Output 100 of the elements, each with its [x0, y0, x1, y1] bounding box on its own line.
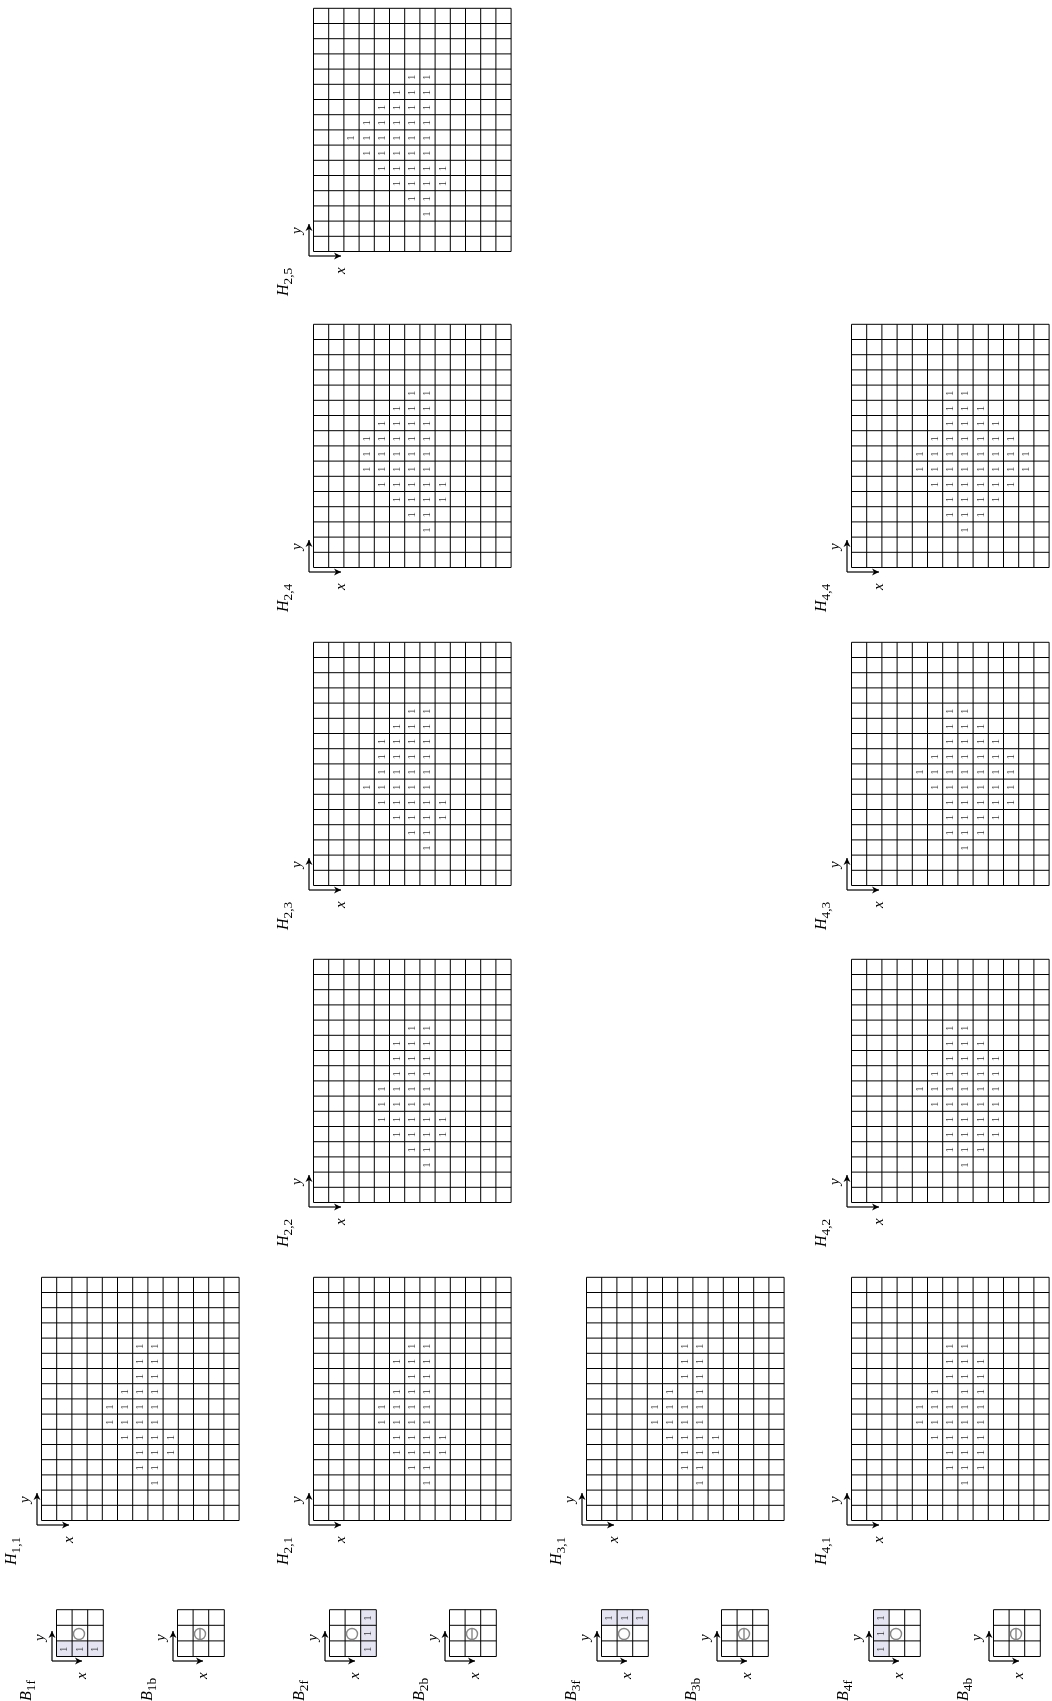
cell-value: 1 — [419, 1418, 434, 1427]
cell-value: 1 — [646, 1403, 661, 1412]
cell-value: 1 — [147, 1433, 162, 1443]
cell-value: 1 — [942, 495, 957, 505]
cell-value: 1 — [972, 783, 987, 792]
cell-value: 1 — [1003, 768, 1017, 777]
cell-value: 1 — [389, 1054, 403, 1064]
cell-value: 1 — [101, 1403, 116, 1412]
cell-value: 1 — [389, 1403, 403, 1412]
cell-value: 1 — [677, 1433, 692, 1443]
cell-value: 1 — [419, 450, 434, 459]
cell-value: 1 — [942, 722, 957, 732]
cell-value: 1 — [419, 1085, 434, 1094]
cell-value: 1 — [373, 435, 388, 444]
cell-value: 1 — [434, 179, 449, 189]
cell-value: 1 — [419, 179, 434, 189]
cell-value: 1 — [147, 1479, 162, 1488]
cell-value: 1 — [957, 1388, 972, 1397]
cell-value: 1 — [942, 404, 957, 414]
cell-value: 1 — [972, 1464, 987, 1473]
cell-value: 1 — [927, 753, 941, 762]
cell-value: 1 — [957, 1464, 972, 1473]
cell-value: 1 — [987, 480, 1002, 490]
cell-value: 1 — [972, 1130, 987, 1140]
cell-value: 1 — [419, 813, 434, 823]
axis-label: x — [61, 1536, 76, 1543]
axis-label: y — [289, 543, 304, 550]
cell-value: 1 — [389, 419, 403, 429]
cell-value: 1 — [360, 1645, 375, 1654]
axis-label: y — [827, 861, 842, 868]
cell-value: 1 — [972, 1388, 987, 1397]
cell-value: 1 — [404, 737, 419, 747]
cell-value: 1 — [389, 103, 403, 113]
cell-value: 1 — [419, 419, 434, 429]
cell-value: 1 — [692, 1448, 707, 1458]
cell-value: 1 — [419, 1100, 434, 1109]
cell-value: 1 — [404, 1372, 419, 1382]
cell-value: 1 — [942, 1418, 957, 1427]
cell-value: 1 — [373, 1115, 388, 1125]
cell-value: 1 — [404, 753, 419, 762]
cell-value: 1 — [373, 465, 388, 474]
cell-value: 1 — [942, 1372, 957, 1382]
cell-value: 1 — [419, 435, 434, 444]
cell-value: 1 — [404, 798, 419, 808]
cell-value: 1 — [404, 103, 419, 113]
cell-value: 1 — [434, 813, 449, 823]
cell-value: 1 — [957, 1146, 972, 1155]
cell-value: 1 — [404, 829, 419, 838]
axis-label: y — [562, 1496, 577, 1503]
axis-label: x — [871, 901, 886, 908]
axis-label: y — [577, 1634, 592, 1641]
cell-value: 1 — [373, 149, 388, 158]
cell-value: 1 — [927, 465, 941, 474]
cell-value: 1 — [911, 465, 926, 474]
cell-value: 1 — [942, 1054, 957, 1064]
cell-value: 1 — [873, 1629, 887, 1639]
cell-value: 1 — [957, 1161, 972, 1170]
cell-value: 1 — [373, 164, 388, 174]
cell-value: 1 — [389, 119, 403, 128]
cell-value: 1 — [373, 134, 388, 143]
cell-value: 1 — [692, 1342, 707, 1351]
cell-value: 1 — [692, 1464, 707, 1473]
cell-value: 1 — [987, 1130, 1002, 1140]
cell-value: 1 — [404, 1130, 419, 1140]
cell-value: 1 — [692, 1433, 707, 1443]
cell-value: 1 — [117, 1433, 131, 1443]
cell-value: 1 — [927, 1388, 941, 1397]
cell-value: 1 — [972, 798, 987, 808]
cell-value: 1 — [927, 1403, 941, 1412]
cell-value: 1 — [957, 419, 972, 429]
cell-value: 1 — [419, 753, 434, 762]
cell-value: 1 — [389, 753, 403, 762]
cell-value: 1 — [419, 210, 434, 219]
axis-label: x — [1011, 1672, 1026, 1679]
cell-value: 1 — [404, 419, 419, 429]
cell-value: 1 — [662, 1388, 676, 1397]
cell-value: 1 — [972, 1448, 987, 1458]
cell-value: 1 — [389, 465, 403, 474]
cell-value: 1 — [662, 1433, 676, 1443]
cell-value: 1 — [419, 1024, 434, 1033]
cell-value: 1 — [389, 1130, 403, 1140]
cell-value: 1 — [389, 1388, 403, 1397]
axis-label: y — [17, 1496, 32, 1503]
cell-value: 1 — [957, 1433, 972, 1443]
cell-value: 1 — [942, 1433, 957, 1443]
cell-value: 1 — [404, 1448, 419, 1458]
cell-value: 1 — [419, 119, 434, 128]
cell-value: 1 — [957, 526, 972, 535]
cell-value: 1 — [404, 1070, 419, 1079]
cell-value: 1 — [972, 1146, 987, 1155]
cell-value: 1 — [132, 1403, 147, 1412]
cell-value: 1 — [373, 419, 388, 429]
cell-value: 1 — [404, 450, 419, 459]
cell-value: 1 — [927, 1100, 941, 1109]
cell-value: 1 — [404, 149, 419, 158]
cell-value: 1 — [419, 1039, 434, 1049]
axis-label: x — [74, 1672, 89, 1679]
cell-value: 1 — [358, 134, 373, 143]
cell-value: 1 — [957, 1342, 972, 1351]
cell-value: 1 — [873, 1614, 887, 1623]
